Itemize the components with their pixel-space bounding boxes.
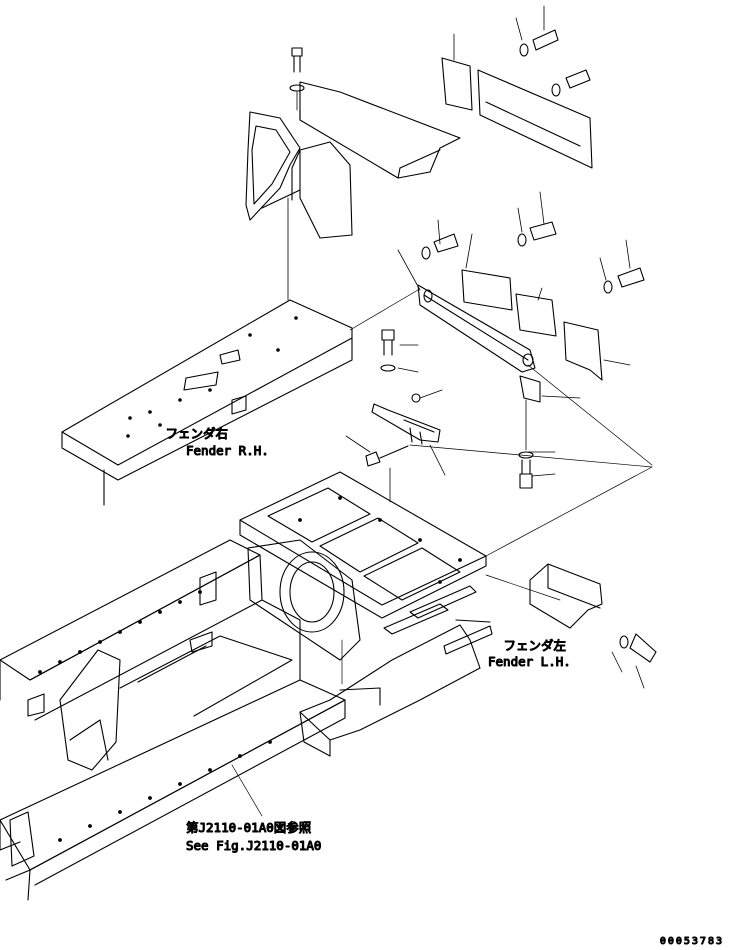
cover-plate-small xyxy=(441,57,473,111)
fender-lh xyxy=(299,563,657,757)
drawing-number: 00053783 xyxy=(660,936,724,947)
fender-rh-label-jp: フェンダ右 xyxy=(165,426,228,441)
fender-lh-label-jp: フェンダ左 xyxy=(503,638,566,653)
rh-bracket-assembly xyxy=(245,5,593,301)
fender-rh-label-en: Fender R.H. xyxy=(186,443,269,458)
connector-lines xyxy=(231,289,653,817)
main-frame xyxy=(0,471,487,901)
fender-rh xyxy=(61,299,353,506)
top-bolt xyxy=(289,47,305,111)
fender-lh-label-en: Fender L.H. xyxy=(488,654,571,669)
cover-notched-a xyxy=(515,293,557,337)
center-fittings xyxy=(345,329,446,503)
see-fig-label-jp: 第J2110-01A0図参照 xyxy=(186,820,311,835)
support-bar-assembly xyxy=(397,191,645,489)
cover-rectangular xyxy=(461,269,513,311)
see-fig-label-en: See Fig.J2110-01A0 xyxy=(186,838,321,853)
cover-plate-large xyxy=(477,69,593,169)
cover-notched-b xyxy=(563,321,603,381)
